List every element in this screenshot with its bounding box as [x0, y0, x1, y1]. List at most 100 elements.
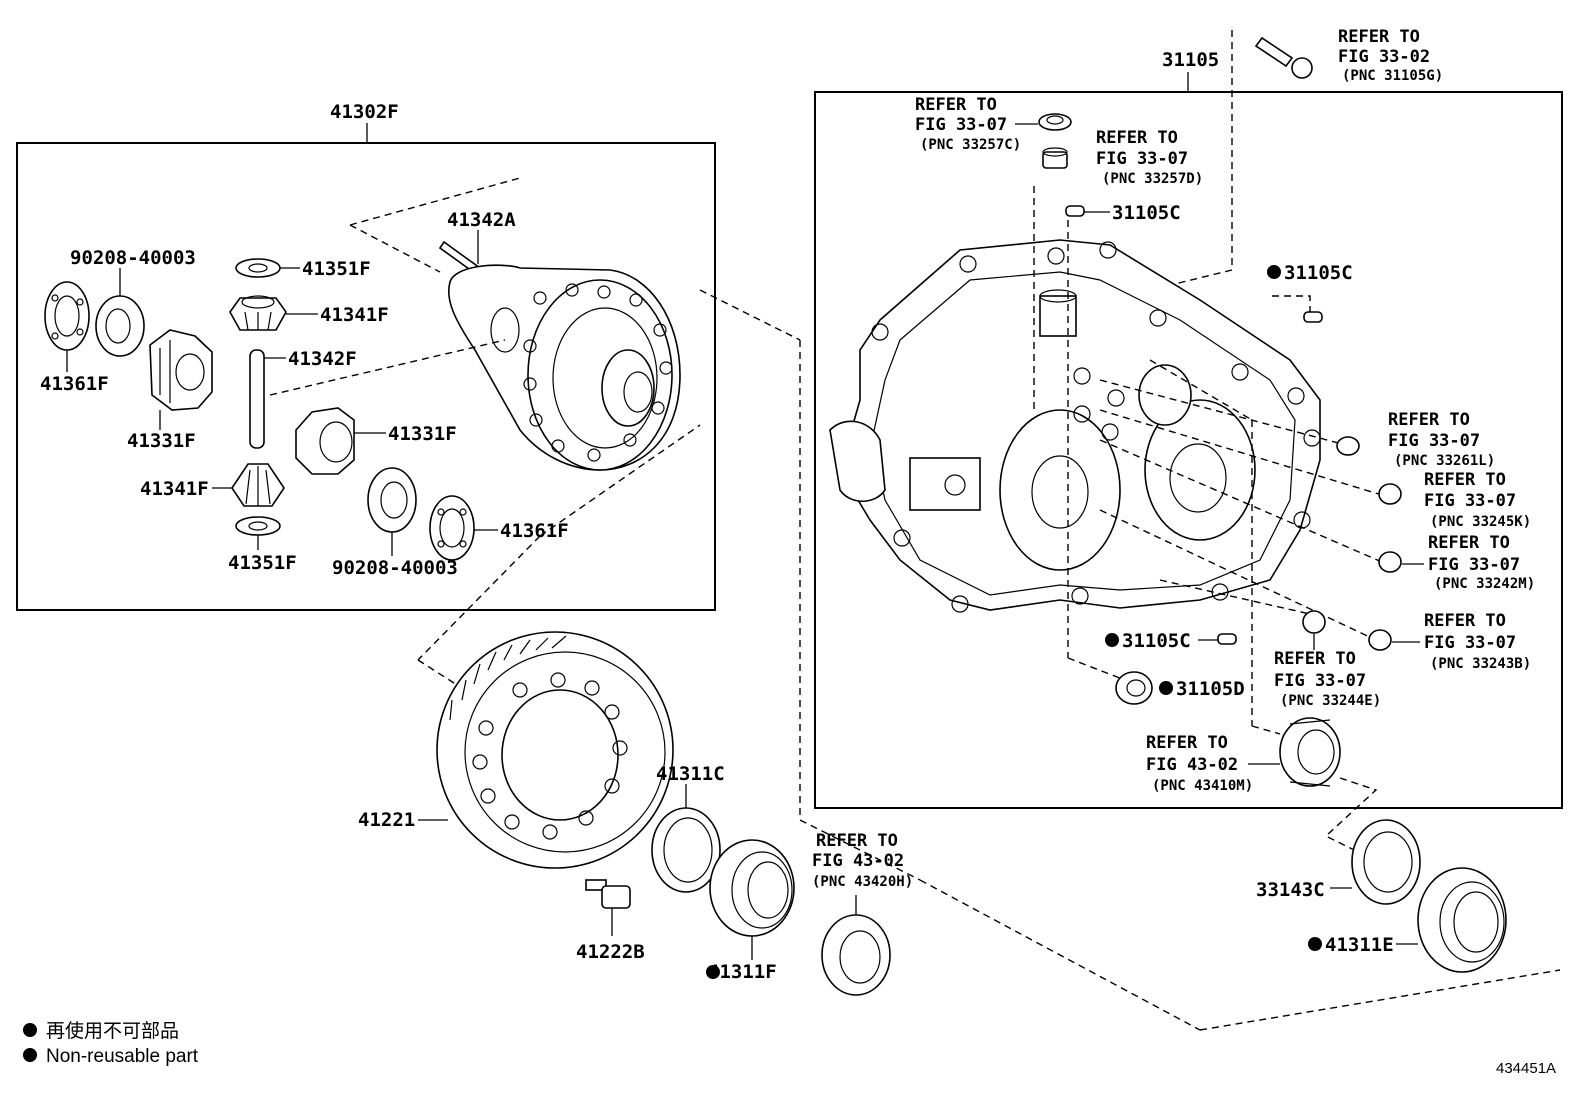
- figure-id: 434451A: [1496, 1060, 1556, 1077]
- part-31105D[interactable]: [1115, 671, 1153, 705]
- part-31105C-top[interactable]: [1065, 205, 1085, 217]
- part-differential-case[interactable]: [448, 264, 681, 471]
- svg-text:REFER TO: REFER TO: [816, 831, 898, 851]
- legend-dot-en: [23, 1048, 37, 1062]
- label-41351F-bottom[interactable]: 41351F: [228, 552, 297, 574]
- part-41361F-right[interactable]: [429, 495, 475, 561]
- ref-33257C[interactable]: REFER TO FIG 33-07 (PNC 33257C): [915, 95, 1021, 153]
- svg-text:REFER TO: REFER TO: [1274, 649, 1356, 669]
- svg-text:REFER TO: REFER TO: [1388, 410, 1470, 430]
- part-33245K[interactable]: [1378, 483, 1402, 505]
- ring-gear-group: 41221 41311C 41311F 41222B REFER TO FIG: [358, 289, 1561, 1031]
- part-43410M[interactable]: [1279, 717, 1341, 787]
- label-41342F[interactable]: 41342F: [288, 348, 357, 370]
- label-90208-40003-right[interactable]: 90208-40003: [332, 557, 458, 579]
- part-31105-housing[interactable]: [829, 239, 1321, 613]
- svg-text:REFER TO: REFER TO: [1146, 733, 1228, 753]
- ref-43410M[interactable]: REFER TO FIG 43-02 (PNC 43410M): [1146, 733, 1253, 794]
- non-reusable-dot-31105C-bottom: [1105, 633, 1119, 647]
- label-41361F-left[interactable]: 41361F: [40, 373, 109, 395]
- part-41311C[interactable]: [651, 807, 721, 893]
- part-41342F[interactable]: [249, 349, 265, 449]
- label-41341F-top[interactable]: 41341F: [320, 304, 389, 326]
- svg-text:FIG 33-07: FIG 33-07: [1096, 149, 1188, 169]
- label-41221[interactable]: 41221: [358, 809, 415, 831]
- ref-33243B[interactable]: REFER TO FIG 33-07 (PNC 33243B): [1424, 611, 1531, 672]
- label-41331F-right[interactable]: 41331F: [388, 423, 457, 445]
- svg-text:(PNC 33244E): (PNC 33244E): [1280, 693, 1381, 709]
- svg-text:REFER TO: REFER TO: [1424, 470, 1506, 490]
- part-33257C[interactable]: [1038, 113, 1072, 131]
- part-41222B-bolt[interactable]: [585, 879, 631, 909]
- part-41331F-right[interactable]: [295, 407, 355, 475]
- svg-text:(PNC 33245K): (PNC 33245K): [1430, 514, 1531, 530]
- label-31105C-top[interactable]: 31105C: [1112, 202, 1181, 224]
- part-41341F-bottom[interactable]: [231, 463, 285, 507]
- label-31105D[interactable]: 31105D: [1176, 678, 1245, 700]
- label-41311F[interactable]: 41311F: [708, 961, 777, 983]
- label-33143C[interactable]: 33143C: [1256, 879, 1325, 901]
- non-reusable-dot-41311F: [706, 965, 720, 979]
- label-41331F-left[interactable]: 41331F: [127, 430, 196, 452]
- ref-33257D[interactable]: REFER TO FIG 33-07 (PNC 33257D): [1096, 128, 1203, 187]
- label-31105C-right[interactable]: 31105C: [1284, 262, 1353, 284]
- label-41222B[interactable]: 41222B: [576, 941, 645, 963]
- svg-text:(PNC 31105G): (PNC 31105G): [1342, 68, 1443, 84]
- part-33143C[interactable]: [1351, 819, 1421, 905]
- part-90208-40003-left[interactable]: [95, 295, 145, 357]
- svg-text:FIG 33-07: FIG 33-07: [1424, 633, 1516, 653]
- part-33244E[interactable]: [1302, 610, 1326, 634]
- label-41351F-top[interactable]: 41351F: [302, 258, 371, 280]
- label-41361F-right[interactable]: 41361F: [500, 520, 569, 542]
- differential-case-group: 41302F 41361F 90208-40003 41331F: [16, 101, 716, 661]
- part-43420H-seal[interactable]: [821, 914, 891, 996]
- svg-text:FIG 33-07: FIG 33-07: [1274, 671, 1366, 691]
- svg-text:FIG 33-07: FIG 33-07: [1428, 555, 1520, 575]
- label-41311C[interactable]: 41311C: [656, 763, 725, 785]
- ref-33242M[interactable]: REFER TO FIG 33-07 (PNC 33242M): [1428, 533, 1535, 592]
- label-90208-40003-left[interactable]: 90208-40003: [70, 247, 196, 269]
- ref-33261L[interactable]: REFER TO FIG 33-07 (PNC 33261L): [1388, 410, 1495, 469]
- part-41361F-left[interactable]: [44, 281, 90, 351]
- legend-en: Non-reusable part: [46, 1046, 199, 1067]
- part-41311E-bearing[interactable]: [1417, 867, 1507, 973]
- part-41351F-top[interactable]: [235, 258, 281, 278]
- svg-text:(PNC 33261L): (PNC 33261L): [1394, 453, 1495, 469]
- svg-text:REFER TO: REFER TO: [1338, 27, 1420, 47]
- part-41341F-top[interactable]: [229, 295, 287, 331]
- svg-text:REFER TO: REFER TO: [915, 95, 997, 115]
- svg-text:(PNC 33242M): (PNC 33242M): [1434, 576, 1535, 592]
- label-41311E[interactable]: 41311E: [1325, 934, 1394, 956]
- part-31105C-right[interactable]: [1303, 311, 1323, 323]
- ref-33244E[interactable]: REFER TO FIG 33-07 (PNC 33244E): [1274, 649, 1381, 709]
- ref-31105G[interactable]: REFER TO FIG 33-02 (PNC 31105G): [1338, 27, 1443, 84]
- transaxle-housing-group: 31105 REFER TO FIG 33-02 (PNC 31105G) RE…: [814, 27, 1563, 851]
- non-reusable-dot-31105D: [1159, 681, 1173, 695]
- label-41302F[interactable]: 41302F: [330, 101, 399, 123]
- part-41351F-bottom[interactable]: [235, 516, 281, 536]
- svg-text:FIG 33-07: FIG 33-07: [915, 115, 1007, 135]
- part-33243B[interactable]: [1368, 629, 1392, 651]
- part-33257D[interactable]: [1042, 147, 1068, 169]
- part-90208-40003-right[interactable]: [367, 467, 417, 533]
- ref-33245K[interactable]: REFER TO FIG 33-07 (PNC 33245K): [1424, 470, 1531, 530]
- legend: 再使用不可部品 Non-reusable part: [23, 1020, 199, 1067]
- label-31105C-bottom[interactable]: 31105C: [1122, 630, 1191, 652]
- label-41341F-bottom[interactable]: 41341F: [140, 478, 209, 500]
- part-33261L[interactable]: [1336, 436, 1360, 456]
- part-31105C-bottom[interactable]: [1217, 633, 1237, 645]
- part-31105G-bolt[interactable]: [1254, 36, 1313, 79]
- label-41342A[interactable]: 41342A: [447, 209, 516, 231]
- svg-text:REFER TO: REFER TO: [1424, 611, 1506, 631]
- part-41311F-bearing[interactable]: [709, 839, 795, 937]
- svg-text:REFER TO: REFER TO: [1096, 128, 1178, 148]
- output-bearing-group: 33143C 41311E: [1256, 819, 1507, 973]
- part-33242M[interactable]: [1378, 551, 1402, 573]
- svg-text:(PNC 43420H): (PNC 43420H): [812, 874, 913, 890]
- svg-text:(PNC 33257C): (PNC 33257C): [920, 137, 1021, 153]
- part-41221-ring-gear[interactable]: [436, 631, 674, 869]
- ref-43420H[interactable]: REFER TO FIG 43-02 (PNC 43420H): [812, 831, 913, 890]
- label-31105[interactable]: 31105: [1162, 49, 1219, 71]
- part-41331F-left[interactable]: [149, 329, 213, 411]
